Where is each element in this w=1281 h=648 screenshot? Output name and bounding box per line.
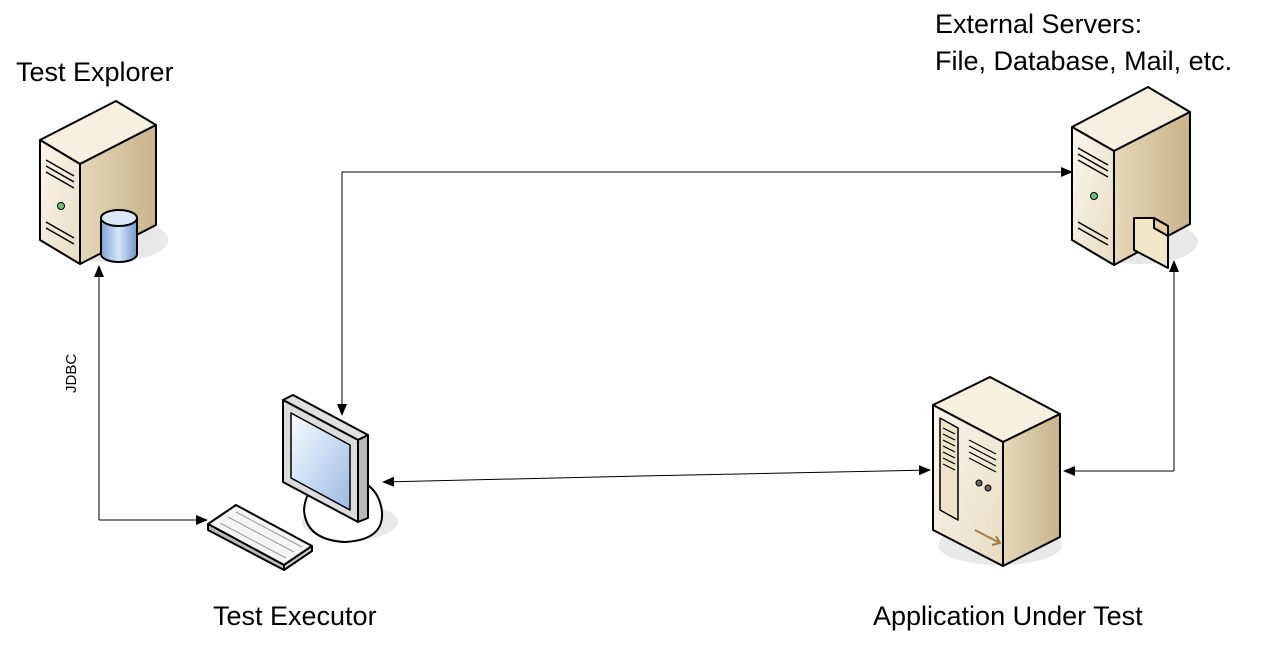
external-servers-sublabel: File, Database, Mail, etc. (935, 46, 1233, 76)
database-icon (100, 209, 138, 263)
edge-aut-external (1063, 260, 1179, 476)
edge-executor-aut (382, 465, 931, 487)
monitor-icon (282, 394, 398, 543)
external-servers-label: External Servers: (935, 9, 1143, 39)
edge-explorer-executor (94, 265, 208, 525)
keyboard-icon (207, 504, 313, 571)
application-server-icon (932, 376, 1062, 567)
file-icon (1133, 217, 1169, 269)
edge-executor-external (337, 167, 1073, 416)
jdbc-edge-text: JDBC (63, 353, 80, 393)
application-under-test-label: Application Under Test (873, 601, 1143, 631)
test-executor-label: Test Executor (213, 601, 377, 631)
test-explorer-label: Test Explorer (16, 57, 174, 87)
